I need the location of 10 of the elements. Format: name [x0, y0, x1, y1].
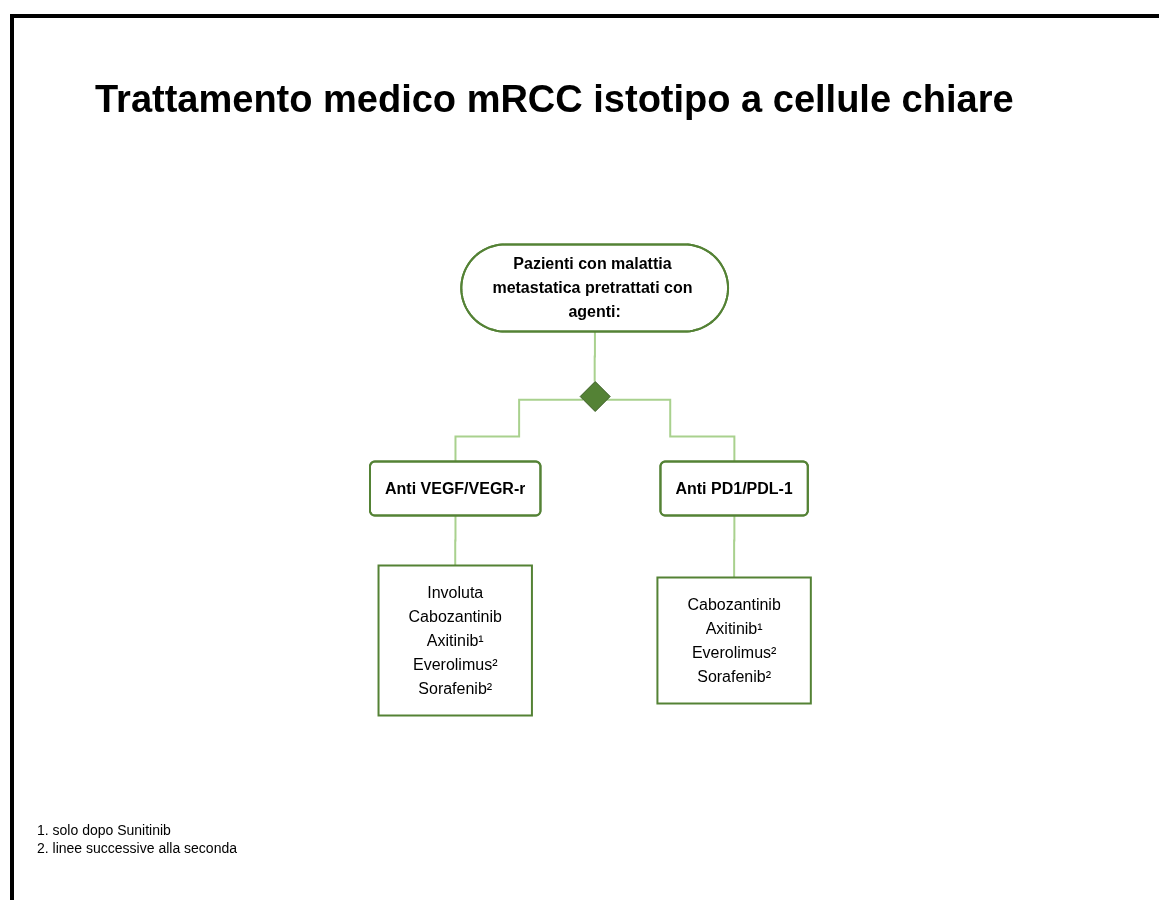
node-diamond [579, 381, 611, 412]
title: Trattamento medico mRCC istotipo a cellule chiare [95, 78, 1014, 121]
footnote: 1. solo dopo Sunitinib [37, 822, 172, 838]
node-box: Cabozantinib Axitinib¹ Everolimus² Sorafenib² [656, 576, 812, 705]
connector [732, 515, 736, 579]
footnote: 2. linee successive alla seconda [37, 840, 237, 856]
connector [454, 398, 584, 463]
node-box: Involuta Cabozantinib Axitinib¹ Everolimus² Sorafenib² [377, 564, 533, 717]
connector [593, 331, 596, 383]
connector [453, 515, 457, 567]
